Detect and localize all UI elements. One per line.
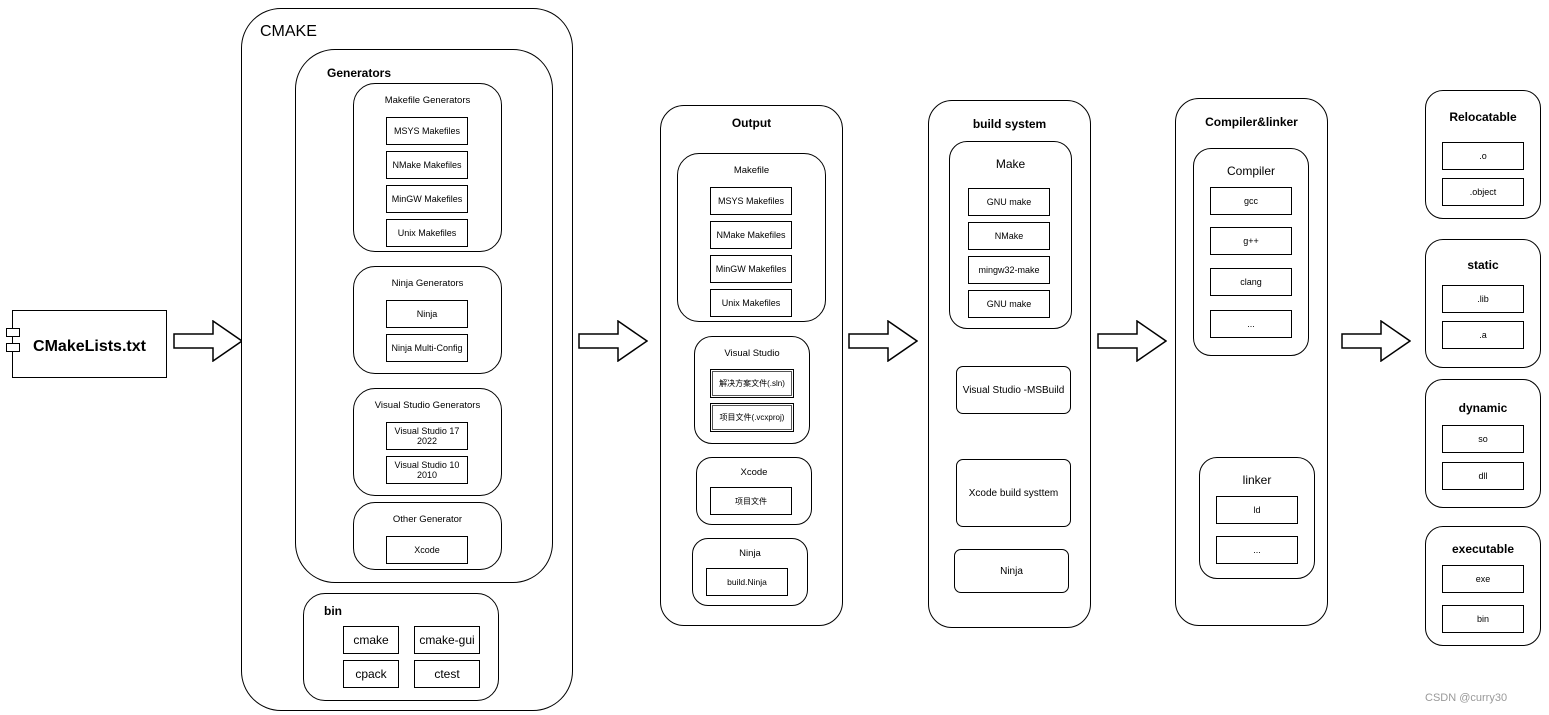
compiler-item: clang — [1210, 268, 1292, 296]
compiler-linker-title: Compiler&linker — [1205, 115, 1298, 129]
generator-item: Ninja — [386, 300, 468, 328]
result-item: .a — [1442, 321, 1524, 349]
ninja-generators-title: Ninja Generators — [391, 278, 464, 289]
linker-title: linker — [1242, 473, 1272, 487]
generator-item: MSYS Makefiles — [386, 117, 468, 145]
compiler-linker-container: Compiler&linker Compiler gcc g++ clang .… — [1175, 98, 1328, 626]
relocatable-group: Relocatable .o .object — [1425, 90, 1541, 219]
relocatable-title: Relocatable — [1449, 110, 1517, 124]
dynamic-group: dynamic so dll — [1425, 379, 1541, 508]
generator-item: Xcode — [386, 536, 468, 564]
result-item: so — [1442, 425, 1524, 453]
other-generator-group: Other Generator Xcode — [353, 502, 502, 570]
output-item: 解决方案文件(.sln) — [710, 369, 794, 398]
make-title: Make — [995, 157, 1026, 171]
cmakelists-label: CMakeLists.txt — [33, 338, 146, 355]
output-title: Output — [731, 116, 772, 130]
cmake-title: CMAKE — [260, 23, 317, 40]
output-container: Output Makefile MSYS Makefiles NMake Mak… — [660, 105, 843, 626]
build-item: mingw32-make — [968, 256, 1050, 284]
generator-item: Ninja Multi-Config — [386, 334, 468, 362]
result-item: .object — [1442, 178, 1524, 206]
bin-item-cmake: cmake — [343, 626, 399, 654]
output-item: MinGW Makefiles — [710, 255, 792, 283]
dynamic-title: dynamic — [1458, 401, 1508, 415]
generator-item: NMake Makefiles — [386, 151, 468, 179]
compiler-title: Compiler — [1226, 164, 1275, 178]
static-group: static .lib .a — [1425, 239, 1541, 368]
build-item: GNU make — [968, 188, 1050, 216]
bin-item-cmake-gui: cmake-gui — [414, 626, 480, 654]
msbuild-box: Visual Studio -MSBuild — [956, 366, 1071, 414]
output-item: build.Ninja — [706, 568, 788, 596]
other-generator-title: Other Generator — [392, 514, 463, 525]
generator-item: Visual Studio 17 2022 — [386, 422, 468, 450]
arrow-right-icon — [1341, 320, 1411, 362]
output-item: MSYS Makefiles — [710, 187, 792, 215]
make-group: Make GNU make NMake mingw32-make GNU mak… — [949, 141, 1072, 329]
static-title: static — [1467, 258, 1499, 272]
makefile-generators-title: Makefile Generators — [384, 95, 471, 106]
cmake-container: CMAKE Generators Makefile Generators MSY… — [241, 8, 573, 711]
vs-generators-title: Visual Studio Generators — [374, 400, 481, 411]
executable-group: executable exe bin — [1425, 526, 1541, 646]
bin-group: bin cmake cmake-gui cpack ctest — [303, 593, 499, 701]
ninja-generators-group: Ninja Generators Ninja Ninja Multi-Confi… — [353, 266, 502, 374]
arrow-right-icon — [578, 320, 648, 362]
output-xcode-title: Xcode — [740, 467, 768, 478]
build-system-container: build system Make GNU make NMake mingw32… — [928, 100, 1091, 628]
output-ninja-title: Ninja — [739, 548, 761, 559]
watermark: CSDN @curry30 — [1425, 692, 1508, 704]
generators-group: Generators Makefile Generators MSYS Make… — [295, 49, 553, 583]
output-item: Unix Makefiles — [710, 289, 792, 317]
output-xcode-group: Xcode 项目文件 — [696, 457, 812, 525]
makefile-generators-group: Makefile Generators MSYS Makefiles NMake… — [353, 83, 502, 252]
ninja-build-box: Ninja — [954, 549, 1069, 593]
compiler-group: Compiler gcc g++ clang ... — [1193, 148, 1309, 356]
build-item: NMake — [968, 222, 1050, 250]
bin-item-cpack: cpack — [343, 660, 399, 688]
result-item: .o — [1442, 142, 1524, 170]
output-item: NMake Makefiles — [710, 221, 792, 249]
generator-item: MinGW Makefiles — [386, 185, 468, 213]
compiler-item: g++ — [1210, 227, 1292, 255]
component-tab-top — [6, 328, 20, 337]
bin-item-ctest: ctest — [414, 660, 480, 688]
generator-item: Unix Makefiles — [386, 219, 468, 247]
result-item: bin — [1442, 605, 1524, 633]
generator-item: Visual Studio 10 2010 — [386, 456, 468, 484]
cmakelists-component: CMakeLists.txt — [6, 310, 167, 378]
linker-group: linker ld ... — [1199, 457, 1315, 579]
result-item: dll — [1442, 462, 1524, 490]
build-item: GNU make — [968, 290, 1050, 318]
generators-title: Generators — [327, 66, 392, 80]
compiler-item: gcc — [1210, 187, 1292, 215]
output-vs-group: Visual Studio 解决方案文件(.sln) 项目文件(.vcxproj… — [694, 336, 810, 444]
vs-generators-group: Visual Studio Generators Visual Studio 1… — [353, 388, 502, 496]
build-system-title: build system — [972, 117, 1047, 131]
result-item: .lib — [1442, 285, 1524, 313]
output-makefile-group: Makefile MSYS Makefiles NMake Makefiles … — [677, 153, 826, 322]
output-item: 项目文件 — [710, 487, 792, 515]
executable-title: executable — [1451, 542, 1515, 556]
compiler-item: ... — [1210, 310, 1292, 338]
arrow-right-icon — [173, 320, 243, 362]
bin-title: bin — [324, 604, 342, 618]
xcode-build-box: Xcode build systtem — [956, 459, 1071, 527]
output-vs-title: Visual Studio — [724, 348, 780, 359]
result-item: exe — [1442, 565, 1524, 593]
component-tab-bottom — [6, 343, 20, 352]
linker-item: ld — [1216, 496, 1298, 524]
linker-item: ... — [1216, 536, 1298, 564]
arrow-right-icon — [1097, 320, 1167, 362]
arrow-right-icon — [848, 320, 918, 362]
output-item: 项目文件(.vcxproj) — [710, 403, 794, 432]
output-makefile-title: Makefile — [733, 165, 770, 176]
output-ninja-group: Ninja build.Ninja — [692, 538, 808, 606]
